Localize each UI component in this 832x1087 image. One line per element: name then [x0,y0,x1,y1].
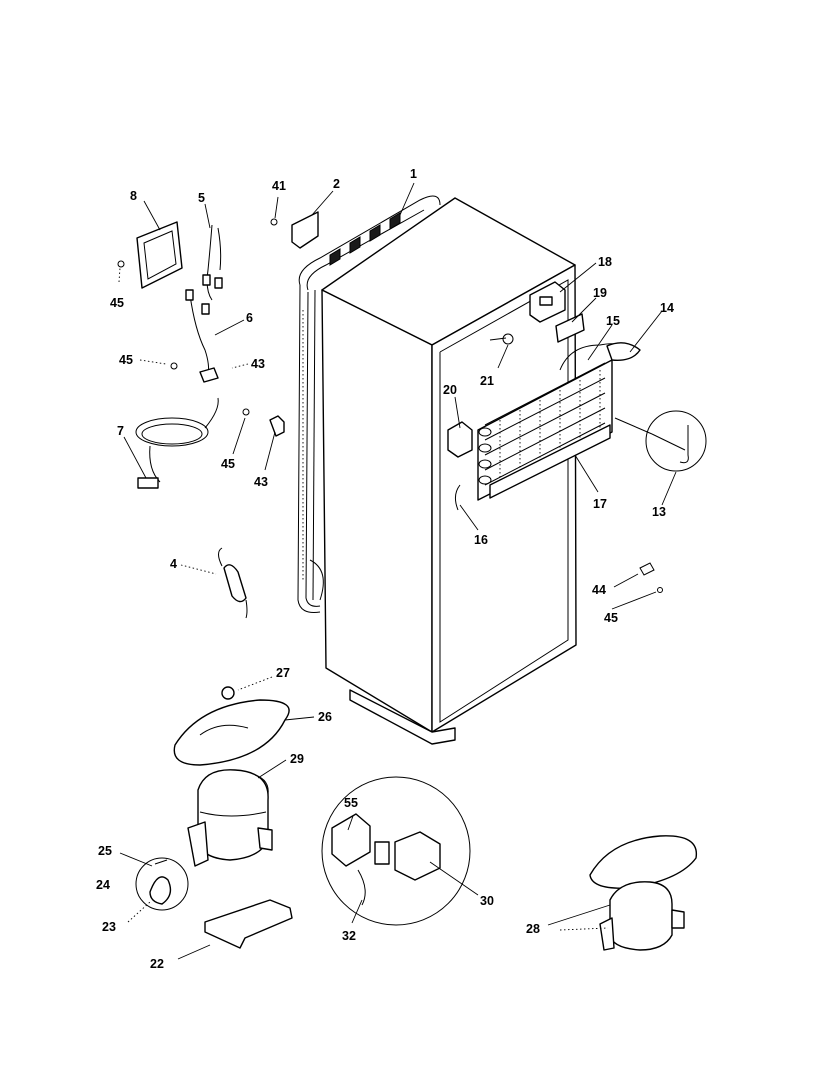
capillary-detail [614,410,707,472]
callout-44: 44 [592,583,606,597]
callout-6: 6 [246,311,253,325]
callout-20: 20 [443,383,457,397]
callout-28: 28 [526,922,540,936]
callout-41: 41 [272,179,286,193]
callout-22: 22 [150,957,164,971]
refrigerator-cabinet [321,197,577,745]
callout-13: 13 [652,505,666,519]
callout-labels: 1 2 41 8 5 45 6 45 43 7 45 43 4 18 19 15… [96,167,674,971]
grommet-set [135,857,189,911]
callout-7: 7 [117,424,124,438]
callout-55: 55 [344,796,358,810]
start-relay-detail [321,776,471,926]
callout-29: 29 [290,752,304,766]
callout-8: 8 [130,189,137,203]
callout-2: 2 [333,177,340,191]
callout-21: 21 [480,374,494,388]
power-cord [135,397,219,489]
callout-26: 26 [318,710,332,724]
callout-23: 23 [102,920,116,934]
callout-45c: 45 [221,457,235,471]
callout-45d: 45 [604,611,618,625]
callout-4: 4 [170,557,177,571]
compressor-assembly [173,686,290,867]
callout-24: 24 [96,878,110,892]
callout-43b: 43 [254,475,268,489]
control-housing [529,281,585,343]
callout-17: 17 [593,497,607,511]
callout-15: 15 [606,314,620,328]
small-fittings [447,333,514,511]
callout-16: 16 [474,533,488,547]
compressor-right [589,835,698,951]
callout-5: 5 [198,191,205,205]
callout-14: 14 [660,301,674,315]
condenser-coil [297,195,441,613]
mounting-bracket [291,211,319,249]
callout-18: 18 [598,255,612,269]
callout-25: 25 [98,844,112,858]
callout-27: 27 [276,666,290,680]
callout-45b: 45 [119,353,133,367]
callout-19: 19 [593,286,607,300]
callout-30: 30 [480,894,494,908]
callout-1: 1 [410,167,417,181]
wiring-harness [185,224,223,383]
drier [218,547,248,619]
callout-43a: 43 [251,357,265,371]
callout-45a: 45 [110,296,124,310]
base-tray [204,899,293,949]
callout-32: 32 [342,929,356,943]
evaporator-coil [477,342,641,501]
leader-lines [118,182,677,960]
cover-panel [136,221,183,289]
